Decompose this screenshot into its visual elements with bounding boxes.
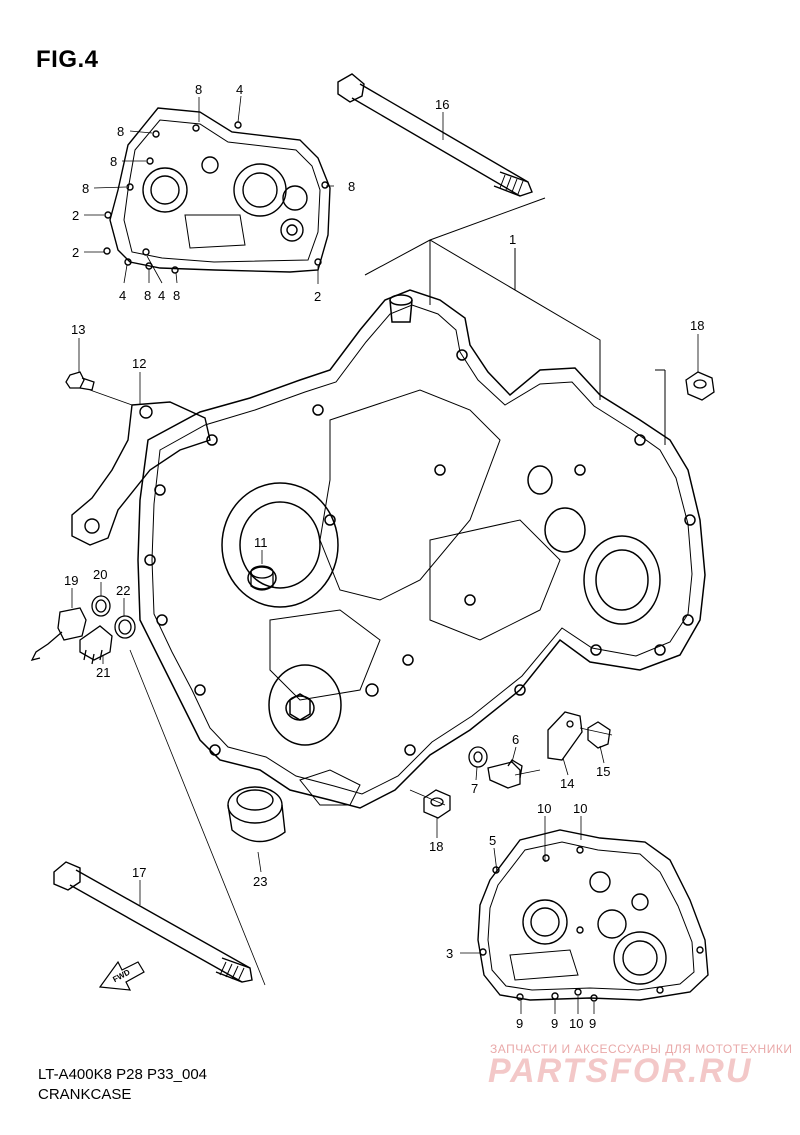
callout-top-8g: 8 bbox=[173, 288, 180, 303]
callout-20: 20 bbox=[93, 567, 107, 582]
callout-12: 12 bbox=[132, 356, 146, 371]
callout-19: 19 bbox=[64, 573, 78, 588]
callout-9a: 9 bbox=[516, 1016, 523, 1031]
callout-9b: 9 bbox=[551, 1016, 558, 1031]
crankcase-half-inset-bottom bbox=[477, 829, 709, 1002]
callout-top-8c: 8 bbox=[110, 154, 117, 169]
callout-top-4a: 4 bbox=[236, 82, 243, 97]
bolt-15 bbox=[587, 721, 611, 749]
o-ring-20 bbox=[91, 595, 111, 617]
nut-18-top bbox=[685, 371, 715, 401]
model-code: LT-A400K8 P28 P33_004 bbox=[38, 1066, 208, 1083]
callout-3: 3 bbox=[446, 946, 453, 961]
callout-18-bottom: 18 bbox=[429, 839, 443, 854]
bracket-12 bbox=[71, 401, 211, 546]
callout-top-8d: 8 bbox=[82, 181, 89, 196]
callout-top-8a: 8 bbox=[195, 82, 202, 97]
o-ring-22 bbox=[114, 615, 136, 639]
callout-7: 7 bbox=[471, 781, 478, 796]
callout-top-4c: 4 bbox=[158, 288, 165, 303]
assembly-lines bbox=[89, 389, 613, 986]
switch-21 bbox=[79, 625, 113, 665]
crankcase-main bbox=[137, 289, 706, 809]
callout-17: 17 bbox=[132, 865, 146, 880]
dowel-11 bbox=[250, 565, 274, 591]
figure-title: FIG.4 bbox=[36, 46, 99, 73]
callout-21: 21 bbox=[96, 665, 110, 680]
nut-18-bottom bbox=[423, 789, 451, 819]
watermark-logo: PARTSFOR.RU bbox=[488, 1052, 753, 1090]
bracket-14 bbox=[547, 711, 583, 761]
callout-23: 23 bbox=[253, 874, 267, 889]
sensor-19 bbox=[30, 607, 87, 661]
leader-lines bbox=[71, 95, 699, 1014]
cap-23 bbox=[227, 786, 286, 843]
callout-top-8f: 8 bbox=[144, 288, 151, 303]
callout-5: 5 bbox=[489, 833, 496, 848]
callout-top-8b: 8 bbox=[117, 124, 124, 139]
callout-10c: 10 bbox=[569, 1016, 583, 1031]
callout-top-2b: 2 bbox=[72, 245, 79, 260]
callout-10b: 10 bbox=[573, 801, 587, 816]
callout-top-4b: 4 bbox=[119, 288, 126, 303]
callout-10a: 10 bbox=[537, 801, 551, 816]
callout-top-2c: 2 bbox=[314, 289, 321, 304]
callout-1: 1 bbox=[509, 232, 516, 247]
callout-6: 6 bbox=[512, 732, 519, 747]
washer-7 bbox=[468, 746, 488, 768]
callout-22: 22 bbox=[116, 583, 130, 598]
callout-18-top: 18 bbox=[690, 318, 704, 333]
callout-1-bracket bbox=[364, 197, 666, 445]
part-name: CRANKCASE bbox=[38, 1086, 132, 1103]
callout-top-2a: 2 bbox=[72, 208, 79, 223]
callout-top-8e: 8 bbox=[348, 179, 355, 194]
bolt-13 bbox=[65, 371, 95, 391]
callout-14: 14 bbox=[560, 776, 574, 791]
callout-16: 16 bbox=[435, 97, 449, 112]
callout-13: 13 bbox=[71, 322, 85, 337]
fwd-arrow-icon: FWD bbox=[98, 960, 145, 991]
callout-15: 15 bbox=[596, 764, 610, 779]
callout-11: 11 bbox=[254, 535, 268, 550]
callout-9c: 9 bbox=[589, 1016, 596, 1031]
watermark-tagline: ЗАПЧАСТИ И АКСЕССУАРЫ ДЛЯ МОТОТЕХНИКИ bbox=[490, 1042, 793, 1056]
bolt-16 bbox=[337, 73, 533, 197]
callout-labels: 8 4 8 8 8 8 2 2 4 8 4 8 2 16 1 13 12 18 … bbox=[64, 82, 704, 1031]
bolt-17 bbox=[53, 861, 253, 983]
crankcase-half-inset-top bbox=[103, 107, 331, 274]
bolt-6 bbox=[487, 759, 523, 789]
